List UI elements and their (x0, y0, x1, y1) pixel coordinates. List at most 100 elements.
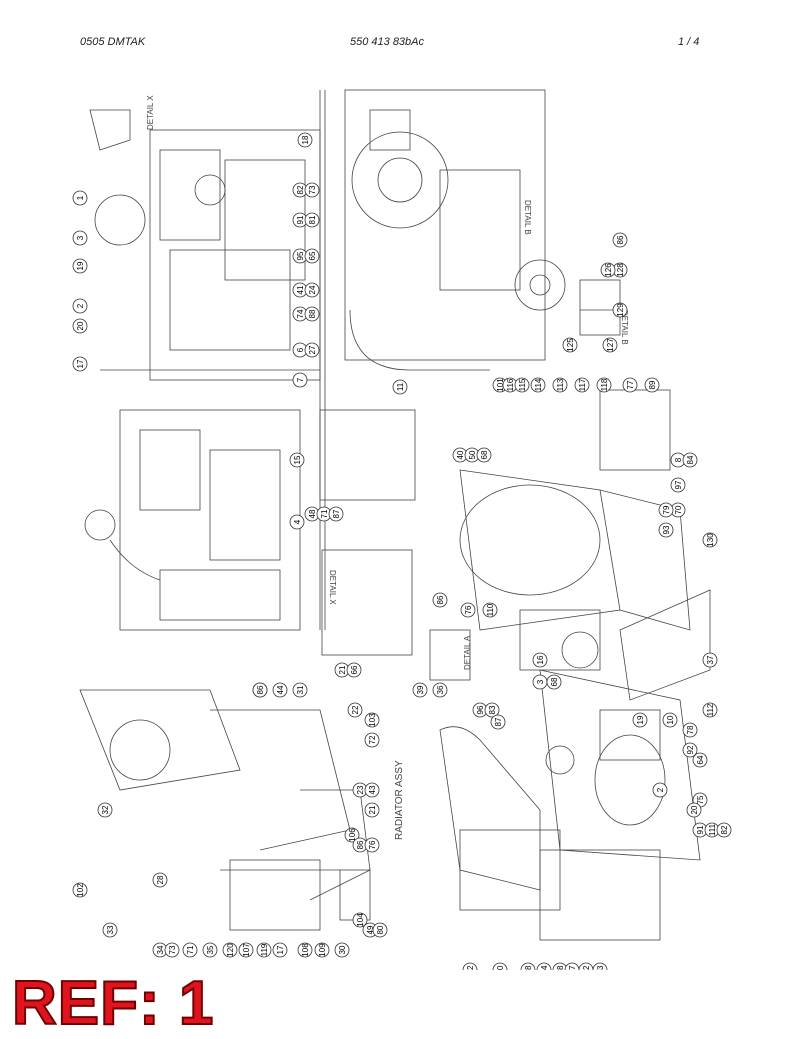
callout-number: 22 (351, 705, 360, 714)
callout-circle (256, 942, 272, 958)
callout-number: 2 (76, 303, 85, 308)
callout-circle (686, 802, 702, 818)
callout-number: 80 (376, 925, 385, 934)
callout-circle (72, 356, 88, 372)
callout-circle (682, 722, 698, 738)
callout-number: 73 (308, 185, 317, 194)
callout-number: 10 (666, 715, 675, 724)
callout-circle (546, 674, 562, 690)
callout-number: 16 (536, 655, 545, 664)
callout-circle (346, 662, 362, 678)
callout-number: 102 (76, 883, 85, 897)
callout-number: 6 (296, 347, 305, 352)
callout-number: 116 (506, 378, 515, 391)
callout-number: 129 (616, 303, 625, 317)
callout-number: 78 (686, 725, 695, 734)
callout-number: 87 (332, 509, 341, 518)
callout-circle (328, 506, 344, 522)
callout-circle (334, 942, 350, 958)
callout-number: 27 (308, 345, 317, 354)
callout-number: 71 (320, 509, 329, 518)
callout-number: 17 (276, 945, 285, 954)
callout-number: 44 (276, 685, 285, 694)
radiator-assy-label: RADIATOR ASSY (394, 760, 405, 840)
callout-circle (352, 912, 368, 928)
callout-number: 75 (696, 795, 705, 804)
callout-number: 87 (568, 965, 577, 970)
callout-circle (412, 682, 428, 698)
callout-number: 34 (156, 945, 165, 954)
callout-circle (432, 682, 448, 698)
callout-circle (304, 282, 320, 298)
callout-circle (304, 306, 320, 322)
callout-circle (72, 298, 88, 314)
radiator-assembly-view (79, 689, 371, 931)
callout-number: 17 (76, 359, 85, 368)
callout-number: 88 (556, 965, 565, 970)
callout-circle (432, 592, 448, 608)
callout-circle (600, 262, 616, 278)
callout-circle (238, 942, 254, 958)
callout-number: 117 (578, 378, 587, 391)
callout-number: 86 (356, 840, 365, 849)
callout-circle (578, 962, 594, 970)
callout-number: 119 (260, 943, 269, 956)
callout-circle (304, 182, 320, 198)
callout-circle (297, 132, 313, 148)
callout-number: 130 (706, 533, 715, 547)
callout-number: 20 (76, 321, 85, 330)
callout-number: 76 (464, 605, 473, 614)
callout-circle (202, 942, 218, 958)
callout-circle (662, 712, 678, 728)
callout-circle (552, 377, 568, 393)
callout-number: 31 (296, 685, 305, 694)
callout-circle (304, 342, 320, 358)
callout-number: 35 (206, 945, 215, 954)
callout-number: 23 (356, 785, 365, 794)
callout-circle (484, 702, 500, 718)
callout-number: 84 (686, 455, 695, 464)
callout-number: 72 (582, 965, 591, 970)
callout-circle (520, 962, 536, 970)
callout-number: 115 (518, 378, 527, 391)
callout-number: 101 (496, 378, 505, 392)
callout-number: 73 (168, 945, 177, 954)
callout-circle (632, 712, 648, 728)
callout-circle (289, 452, 305, 468)
callout-circle (364, 732, 380, 748)
callout-number: 71 (186, 945, 195, 954)
callout-number: 8 (674, 457, 683, 462)
part-number: 550 413 83bAc (350, 36, 425, 48)
callout-circle (562, 337, 578, 353)
callout-number: 109 (318, 943, 327, 957)
callout-circle (532, 652, 548, 668)
callout-circle (652, 782, 668, 798)
detail-a-label: DETAIL A (463, 635, 472, 670)
detail-b-label-1: DETAIL B (523, 200, 532, 235)
exploded-assembly-drawing: DETAIL X DETAIL B DETAIL B DETAIL X DETA… (60, 70, 740, 970)
callout-number: 12 (466, 965, 475, 970)
engine-side-view-1 (89, 90, 326, 630)
callout-number: 41 (296, 285, 305, 294)
callout-number: 32 (101, 805, 110, 814)
callout-number: 92 (686, 745, 695, 754)
callout-circle (682, 742, 698, 758)
callout-number: 2 (656, 787, 665, 792)
callout-circle (164, 942, 180, 958)
callout-number: 37 (706, 655, 715, 664)
callout-circle (72, 318, 88, 334)
callout-number: 30 (338, 945, 347, 954)
callout-number: 107 (242, 943, 251, 957)
callout-number: 91 (296, 215, 305, 224)
callout-number: 43 (368, 785, 377, 794)
callout-circle (514, 377, 530, 393)
callout-number: 104 (356, 913, 365, 927)
callout-number: 28 (156, 875, 165, 884)
callout-circle (702, 532, 718, 548)
callout-circle (692, 752, 708, 768)
callout-circle (152, 872, 168, 888)
callout-circle (658, 502, 674, 518)
callout-number: 86 (256, 685, 265, 694)
callout-circle (304, 212, 320, 228)
